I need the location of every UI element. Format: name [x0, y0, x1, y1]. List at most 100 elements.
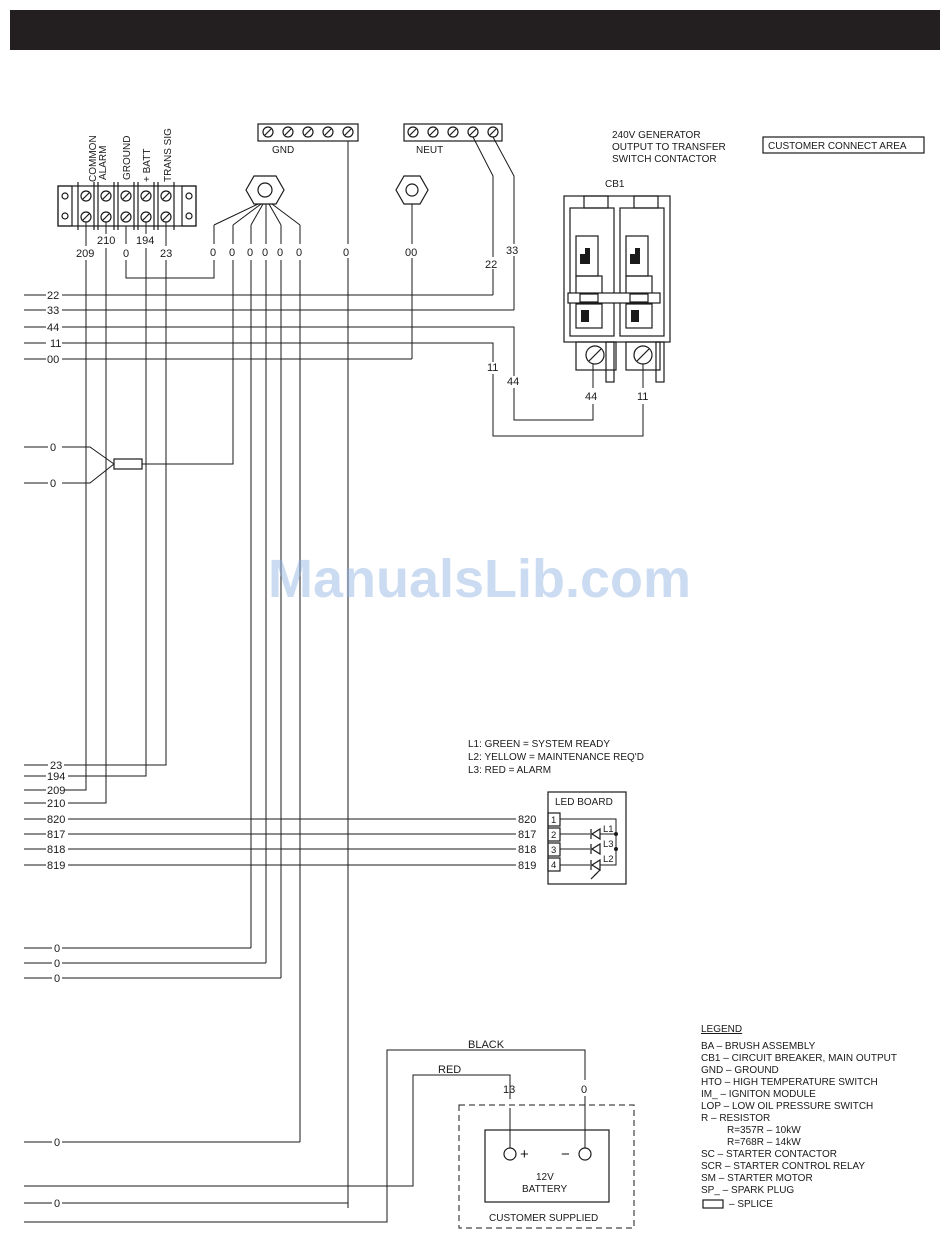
led-board: LED BOARD 1 2 3 4 L1 L3 L2 820 817 818 8… [518, 791, 627, 885]
generator-note-line1: 240V GENERATOR [612, 130, 701, 141]
legend-item-ba: BA – BRUSH ASSEMBLY [701, 1041, 816, 1052]
led-l1: L1 [603, 824, 614, 835]
battery-minus: − [561, 1146, 570, 1163]
bus-194: 194 [47, 771, 65, 783]
led-l3: L3 [603, 839, 614, 850]
legend: LEGEND BA – BRUSH ASSEMBLY CB1 – CIRCUIT… [701, 1024, 897, 1210]
wire-label-209: 209 [76, 248, 94, 260]
led-legend-l3: L3: RED = ALARM [468, 765, 551, 776]
legend-item-sp: SP_ – SPARK PLUG [701, 1185, 794, 1196]
customer-connect-label: CUSTOMER CONNECT AREA [768, 141, 907, 152]
bus-0-a: 0 [54, 943, 60, 955]
customer-supplied-label: CUSTOMER SUPPLIED [489, 1213, 598, 1224]
legend-title: LEGEND [701, 1024, 742, 1035]
battery-wire-13: 13 [503, 1084, 515, 1096]
cb1-label: CB1 [605, 179, 625, 190]
wire-22-label: 22 [485, 259, 497, 271]
ground-stud [213, 175, 301, 226]
wire-label-210: 210 [97, 235, 115, 247]
bus-209: 209 [47, 785, 65, 797]
led-wire-818: 818 [518, 844, 536, 856]
gnd-terminal-bar: GND [257, 123, 359, 1208]
legend-item-im: IM_ – IGNITON MODULE [701, 1089, 816, 1100]
customer-terminal-strip: COMMON ALARM GROUND + BATT TRANS SIG 209… [57, 128, 197, 260]
wire-label-23: 23 [160, 248, 172, 260]
bus-wires-bottom: 23 194 209 210 820 817 818 819 0 0 0 0 0 [24, 760, 586, 1223]
battery-wire-0: 0 [581, 1084, 587, 1096]
led-legend: L1: GREEN = SYSTEM READY L2: YELLOW = MA… [468, 739, 644, 776]
neutral-stud [395, 175, 429, 359]
led-wire-820: 820 [518, 814, 536, 826]
gnd-label: GND [272, 145, 294, 156]
bus-820: 820 [47, 814, 65, 826]
bus-0-c: 0 [54, 973, 60, 985]
wire-33-label: 33 [506, 245, 518, 257]
led-wire-819: 819 [518, 860, 536, 872]
led-pin-2: 2 [551, 830, 556, 841]
bus-11: 11 [50, 338, 61, 350]
cb-44-a: 44 [507, 376, 519, 388]
bus-818: 818 [47, 844, 65, 856]
legend-item-r: R – RESISTOR [701, 1113, 770, 1124]
terminal-label-common: COMMON [88, 135, 99, 182]
fan-0-e: 0 [277, 247, 283, 259]
led-pin-3: 3 [551, 845, 556, 856]
battery-label-battery: BATTERY [522, 1184, 568, 1195]
battery-plus: + [520, 1146, 529, 1163]
terminal-label-batt: + BATT [142, 149, 153, 182]
led-legend-l2: L2: YELLOW = MAINTENANCE REQ'D [468, 752, 644, 763]
header-bar [10, 10, 940, 50]
led-pin-1: 1 [551, 815, 556, 826]
battery-red-label: RED [438, 1064, 461, 1076]
led-l2: L2 [603, 854, 614, 865]
bus-0-d: 0 [54, 1137, 60, 1149]
terminal-label-ground: GROUND [122, 136, 133, 180]
bus-23: 23 [50, 760, 62, 772]
cb-11-b: 11 [637, 391, 648, 403]
bus-33: 33 [47, 305, 59, 317]
led-pin-4: 4 [551, 860, 556, 871]
bus-819: 819 [47, 860, 65, 872]
splice-0-b: 0 [50, 478, 56, 490]
led-board-title: LED BOARD [555, 797, 613, 808]
battery: BLACK RED 13 0 + − 12V BATTERY CUSTOMER … [438, 1039, 635, 1229]
generator-note-line3: SWITCH CONTACTOR [612, 154, 717, 165]
fan-0-b: 0 [229, 247, 235, 259]
bus-210: 210 [47, 798, 65, 810]
wire-label-0: 0 [123, 248, 129, 260]
led-legend-l1: L1: GREEN = SYSTEM READY [468, 739, 610, 750]
splice-resistor: 0 0 [24, 442, 143, 490]
circuit-breaker-cb1: CB1 [563, 179, 671, 383]
legend-item-r357: R=357R – 10kW [727, 1125, 801, 1136]
legend-item-lop: LOP – LOW OIL PRESSURE SWITCH [701, 1101, 873, 1112]
wire-label-194: 194 [136, 235, 154, 247]
terminal-label-alarm: ALARM [98, 146, 109, 180]
cb-11-a: 11 [487, 362, 498, 374]
watermark: ManualsLib.com [268, 549, 692, 609]
generator-note-line2: OUTPUT TO TRANSFER [612, 142, 726, 153]
fan-0-f: 0 [296, 247, 302, 259]
wire-00-label: 00 [405, 247, 417, 259]
led-wire-817: 817 [518, 829, 536, 841]
generator-note: 240V GENERATOR OUTPUT TO TRANSFER SWITCH… [612, 130, 726, 165]
legend-item-r768: R=768R – 14kW [727, 1137, 801, 1148]
bus-817: 817 [47, 829, 65, 841]
bus-00: 00 [47, 354, 59, 366]
bus-44: 44 [47, 322, 59, 334]
legend-item-cb1: CB1 – CIRCUIT BREAKER, MAIN OUTPUT [701, 1053, 897, 1064]
bus-0-b: 0 [54, 958, 60, 970]
splice-0-a: 0 [50, 442, 56, 454]
wire-0-gnd-label: 0 [343, 247, 349, 259]
fan-0-c: 0 [247, 247, 253, 259]
legend-item-gnd: GND – GROUND [701, 1065, 779, 1076]
bus-0-e: 0 [54, 1198, 60, 1210]
fan-0-a: 0 [210, 247, 216, 259]
legend-item-hto: HTO – HIGH TEMPERATURE SWITCH [701, 1077, 878, 1088]
neut-terminal-bar: NEUT [403, 123, 503, 156]
legend-item-sc: SC – STARTER CONTACTOR [701, 1149, 837, 1160]
legend-item-splice: – SPLICE [729, 1199, 773, 1210]
terminal-label-trans-sig: TRANS SIG [163, 128, 174, 182]
bus-wires-top: 22 33 44 11 00 [24, 290, 515, 376]
cb-44-b: 44 [585, 391, 597, 403]
